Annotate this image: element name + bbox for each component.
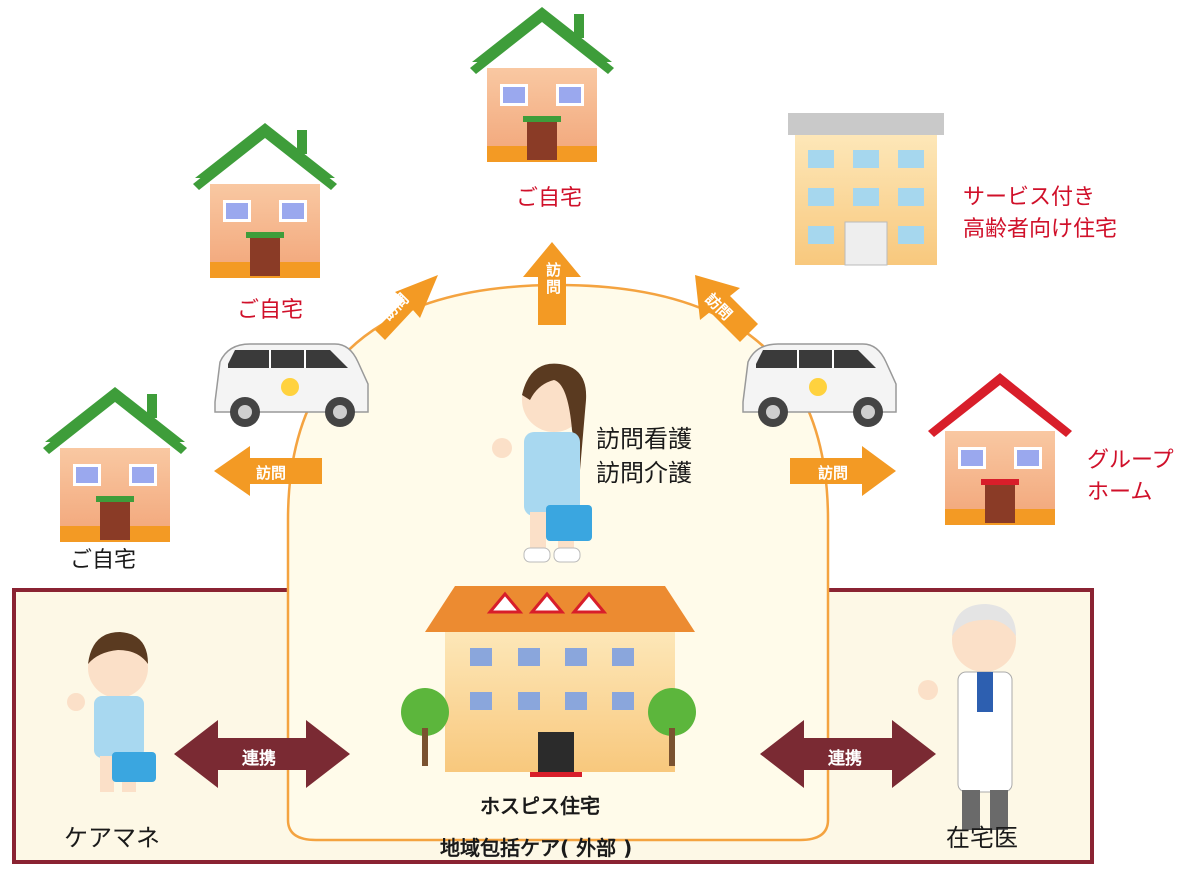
- link-text-left: 連携: [242, 749, 276, 769]
- service-housing-label: サービス付き 高齢者向け住宅: [963, 182, 1117, 246]
- visit-arrow-left: [214, 446, 322, 496]
- service-housing-building: [788, 113, 944, 266]
- visit-arrow-top: [523, 242, 581, 325]
- house-upper-left: [193, 123, 337, 278]
- visit-arrow-right: [790, 446, 896, 496]
- nurse-service-2: 訪問介護: [596, 459, 692, 487]
- care-manager-label: ケアマネ: [64, 824, 160, 852]
- care-manager-figure: [67, 632, 156, 792]
- link-arrow-right: [760, 720, 936, 788]
- doctor-figure: [918, 604, 1016, 830]
- region-title: 地域包括ケア( 外部 ): [440, 836, 633, 860]
- service-housing-line-2: 高齢者向け住宅: [963, 217, 1118, 242]
- visit-car-right: [742, 343, 897, 428]
- visit-arrow-upper-right: [695, 275, 758, 342]
- link-text-right: 連携: [828, 749, 862, 769]
- house-left: [43, 387, 187, 542]
- house-top: [470, 7, 614, 162]
- nurse-figure: [492, 363, 592, 563]
- visit-text-right: 訪問: [818, 464, 849, 482]
- home-label-upper-left: ご自宅: [237, 298, 304, 323]
- hospice-building: [401, 586, 696, 777]
- group-home-label: グループ ホーム: [1087, 445, 1174, 509]
- group-home-building: [928, 373, 1072, 525]
- nurse-service-1: 訪問看護: [596, 425, 692, 453]
- visit-car-left: [214, 343, 369, 428]
- group-home-line-2: ホーム: [1087, 480, 1153, 505]
- visit-arrow-upper-left: [375, 275, 438, 340]
- visit-text-top: 訪問: [544, 262, 562, 296]
- nurse-services-label: 訪問看護 訪問介護: [596, 422, 692, 490]
- service-housing-line-1: サービス付き: [963, 185, 1096, 210]
- group-home-line-1: グループ: [1087, 448, 1174, 473]
- home-label-left: ご自宅: [70, 548, 137, 573]
- home-label-top: ご自宅: [516, 186, 583, 211]
- link-arrow-left: [174, 720, 350, 788]
- home-doctor-label: 在宅医: [946, 824, 1018, 852]
- hospice-label: ホスピス住宅: [480, 794, 600, 818]
- visit-text-left: 訪問: [256, 464, 287, 482]
